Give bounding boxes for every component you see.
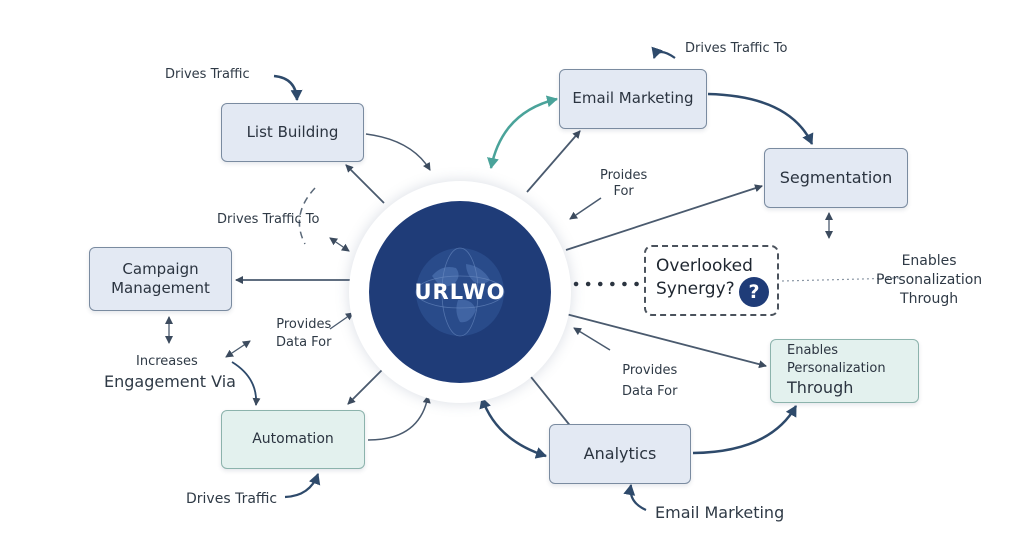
- label-enables-personalization: Enables Personalization Through: [876, 253, 983, 307]
- label-email-marketing-bottom: Email Marketing: [655, 503, 785, 522]
- globe-icon: [415, 247, 505, 337]
- node-automation[interactable]: Automation: [221, 410, 365, 469]
- question-mark-icon: ?: [739, 277, 769, 307]
- edge-hub-segmentation: [565, 184, 763, 251]
- edge-email-marketing-bottom: [623, 484, 647, 512]
- edge-provides-data-right: [573, 327, 611, 351]
- label-provides-data-left: Provides Data For: [276, 317, 332, 350]
- edge-drives-traffic-bottom: [284, 473, 321, 499]
- node-label: Automation: [252, 431, 334, 448]
- edge-engagement-to-automation: [231, 361, 261, 406]
- edge-hub-analytics: [526, 371, 573, 429]
- node-label-small: Enables Personalization: [787, 343, 886, 377]
- node-label-large: Through: [787, 378, 854, 398]
- label-drives-traffic-top: Drives Traffic: [165, 67, 250, 82]
- edge-dashed-arc-mid: [298, 187, 316, 245]
- edge-hub-automation: [347, 365, 387, 405]
- label-provides-for: Proides For: [600, 168, 648, 199]
- edge-provides-data-left: [225, 340, 251, 358]
- edge-drives-traffic-top: [273, 74, 303, 101]
- edge-hub-email-teal: [487, 95, 558, 169]
- node-segmentation[interactable]: Segmentation: [764, 148, 908, 208]
- label-drives-traffic-bottom: Drives Traffic: [186, 491, 278, 507]
- edge-mid-double: [329, 237, 350, 252]
- edge-hub-email: [526, 130, 581, 193]
- node-list-building[interactable]: List Building: [221, 103, 364, 162]
- edge-hub-list-building: [345, 164, 385, 204]
- hub-title: URLWO: [414, 280, 506, 304]
- node-enables-personalization[interactable]: Enables Personalization Through: [770, 339, 919, 403]
- hub-circle[interactable]: URLWO: [369, 201, 551, 383]
- node-label: List Building: [246, 122, 339, 141]
- node-campaign-management[interactable]: Campaign Management: [89, 247, 232, 311]
- label-provides-data-right: Provides Data For: [622, 363, 678, 399]
- label-drives-traffic-to-mid: Drives Traffic To: [217, 212, 320, 227]
- node-email-marketing[interactable]: Email Marketing: [559, 69, 707, 129]
- edge-hub-analytics-double: [479, 397, 547, 459]
- node-label: Email Marketing: [572, 89, 694, 108]
- edge-automation-to-hub: [367, 395, 431, 441]
- edge-provides-data-left-to-hub: [329, 312, 354, 330]
- node-label: Campaign Management: [111, 259, 210, 298]
- edge-provides-for: [569, 197, 602, 220]
- edge-hub-enables-box: [565, 313, 767, 369]
- edge-analytics-enables: [692, 405, 798, 455]
- synergy-text: Overlooked Synergy?: [656, 256, 753, 299]
- synergy-box[interactable]: Overlooked Synergy? ?: [644, 245, 779, 316]
- edge-drives-traffic-to-top: [651, 46, 676, 59]
- label-drives-traffic-to-top: Drives Traffic To: [685, 41, 788, 56]
- edge-list-to-hub: [365, 133, 431, 171]
- edge-email-segmentation: [707, 92, 814, 145]
- label-increases: Increases: [136, 354, 198, 369]
- node-label: Segmentation: [779, 167, 893, 187]
- label-engagement-via: Engagement Via: [104, 372, 236, 391]
- node-label: Analytics: [583, 443, 657, 463]
- node-analytics[interactable]: Analytics: [549, 424, 691, 484]
